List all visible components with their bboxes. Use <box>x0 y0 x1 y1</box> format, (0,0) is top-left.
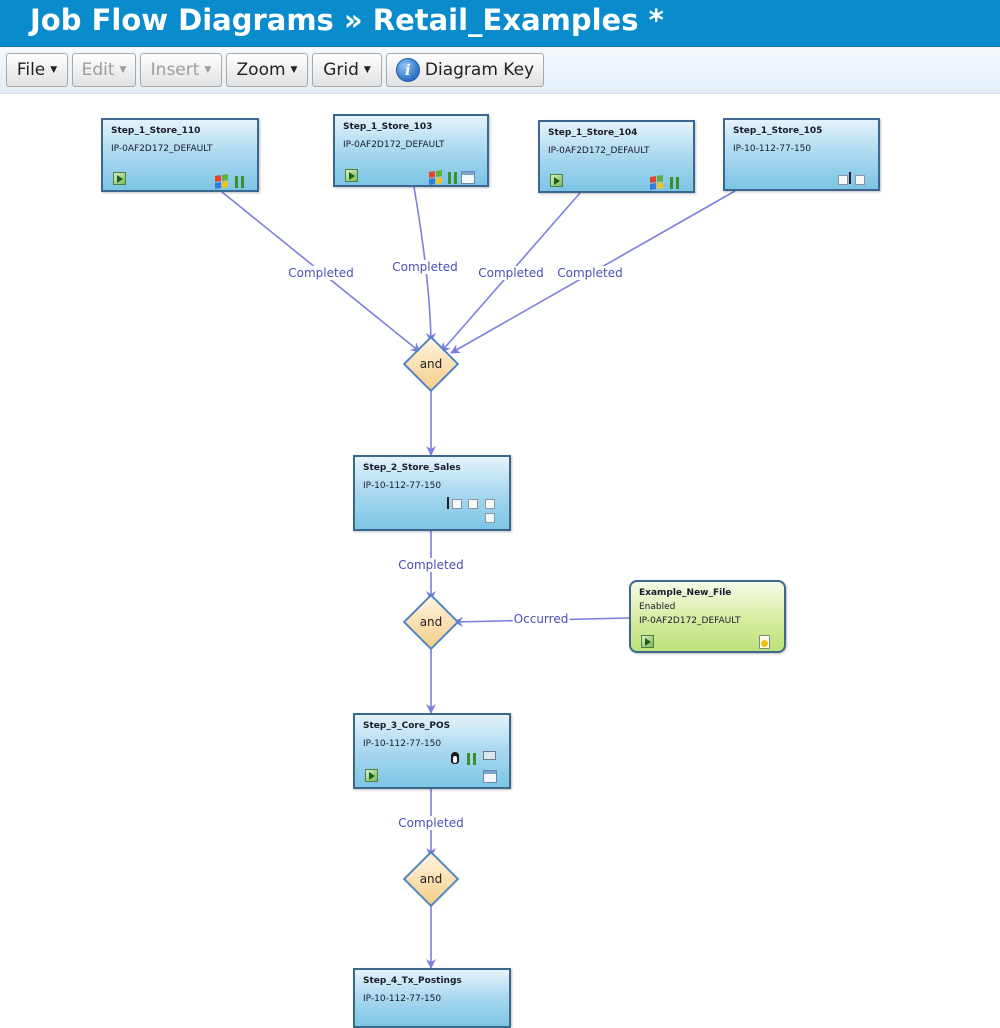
file-menu-label: File <box>16 60 46 80</box>
job-node-core-pos[interactable]: Step_3_Core_POS IP-10-112-77-150 <box>353 713 511 789</box>
node-host: IP-0AF2D172_DEFAULT <box>343 140 445 150</box>
windows-icon <box>429 170 442 185</box>
diagram-key-label: Diagram Key <box>424 60 535 80</box>
node-host: IP-10-112-77-150 <box>363 481 442 491</box>
edge-label-completed: Completed <box>397 816 465 830</box>
separator-icon <box>849 172 851 184</box>
agent-icon <box>468 499 478 509</box>
node-title: Step_4_Tx_Postings <box>363 976 462 986</box>
edit-menu-button[interactable]: Edit ▼ <box>72 53 136 87</box>
node-title: Step_1_Store_110 <box>111 126 201 136</box>
edge-label-completed: Completed <box>397 558 465 572</box>
agent-icon <box>855 175 865 185</box>
edge-label-completed: Completed <box>556 266 624 280</box>
node-title: Step_1_Store_105 <box>733 126 823 136</box>
caret-down-icon: ▼ <box>290 65 298 75</box>
node-title: Example_New_File <box>639 588 732 598</box>
agent-icon <box>485 513 495 523</box>
pause-icon[interactable] <box>448 172 457 184</box>
page-title: Job Flow Diagrams » Retail_Examples * <box>30 3 664 37</box>
node-host: IP-10-112-77-150 <box>363 739 442 749</box>
node-title: Step_3_Core_POS <box>363 721 451 731</box>
windows-icon <box>215 174 228 189</box>
edge-label-completed: Completed <box>287 266 355 280</box>
file-trigger-node[interactable]: Example_New_File Enabled IP-0AF2D172_DEF… <box>629 580 786 653</box>
pause-icon[interactable] <box>235 176 244 188</box>
grid-menu-label: Grid <box>323 60 359 80</box>
job-node-tx-postings[interactable]: Step_4_Tx_Postings IP-10-112-77-150 <box>353 968 511 1028</box>
node-host: IP-0AF2D172_DEFAULT <box>639 616 741 626</box>
run-icon[interactable] <box>641 635 654 648</box>
title-bar: Job Flow Diagrams » Retail_Examples * <box>0 0 1000 47</box>
linux-icon <box>449 752 461 766</box>
zoom-menu-label: Zoom <box>236 60 286 80</box>
run-icon[interactable] <box>345 169 358 182</box>
node-host: IP-0AF2D172_DEFAULT <box>548 146 650 156</box>
job-node-store-sales[interactable]: Step_2_Store_Sales IP-10-112-77-150 <box>353 455 511 531</box>
edge-label-completed: Completed <box>477 266 545 280</box>
node-title: Step_1_Store_103 <box>343 122 433 132</box>
run-icon[interactable] <box>113 172 126 185</box>
job-node-store-110[interactable]: Step_1_Store_110 IP-0AF2D172_DEFAULT <box>101 118 259 192</box>
insert-menu-button[interactable]: Insert ▼ <box>140 53 222 87</box>
job-node-store-105[interactable]: Step_1_Store_105 IP-10-112-77-150 <box>723 118 880 191</box>
node-title: Step_2_Store_Sales <box>363 463 461 473</box>
and-gate-label: and <box>419 872 443 886</box>
agent-icon <box>838 175 848 185</box>
calendar-icon[interactable] <box>483 770 497 783</box>
zoom-menu-button[interactable]: Zoom ▼ <box>226 53 308 87</box>
grid-menu-button[interactable]: Grid ▼ <box>312 53 382 87</box>
edge-label-occurred: Occurred <box>512 612 570 626</box>
toolbar: File ▼ Edit ▼ Insert ▼ Zoom ▼ Grid ▼ i D… <box>0 47 1000 94</box>
and-gate-label: and <box>419 357 443 371</box>
job-node-store-104[interactable]: Step_1_Store_104 IP-0AF2D172_DEFAULT <box>538 120 695 193</box>
file-icon <box>759 635 770 649</box>
node-host: IP-0AF2D172_DEFAULT <box>111 144 213 154</box>
run-icon[interactable] <box>365 769 378 782</box>
agent-icon <box>485 499 495 509</box>
separator-icon <box>447 497 449 509</box>
calendar-icon[interactable] <box>461 171 475 184</box>
insert-menu-label: Insert <box>150 60 200 80</box>
caret-down-icon: ▼ <box>204 65 212 75</box>
edge-label-completed: Completed <box>391 260 459 274</box>
node-host: IP-10-112-77-150 <box>733 144 812 154</box>
and-gate-label: and <box>419 615 443 629</box>
run-icon[interactable] <box>550 174 563 187</box>
caret-down-icon: ▼ <box>363 65 371 75</box>
node-status: Enabled <box>639 602 676 612</box>
monitor-icon <box>483 751 496 760</box>
node-title: Step_1_Store_104 <box>548 128 638 138</box>
diagram-key-button[interactable]: i Diagram Key <box>386 53 544 87</box>
info-icon: i <box>395 58 420 82</box>
pause-icon[interactable] <box>467 753 476 765</box>
node-host: IP-10-112-77-150 <box>363 994 442 1004</box>
agent-icon <box>452 499 462 509</box>
edit-menu-label: Edit <box>81 60 115 80</box>
caret-down-icon: ▼ <box>119 65 127 75</box>
job-node-store-103[interactable]: Step_1_Store_103 IP-0AF2D172_DEFAULT <box>333 114 489 187</box>
pause-icon[interactable] <box>670 177 679 189</box>
windows-icon <box>650 175 663 190</box>
file-menu-button[interactable]: File ▼ <box>6 53 68 87</box>
caret-down-icon: ▼ <box>50 65 58 75</box>
